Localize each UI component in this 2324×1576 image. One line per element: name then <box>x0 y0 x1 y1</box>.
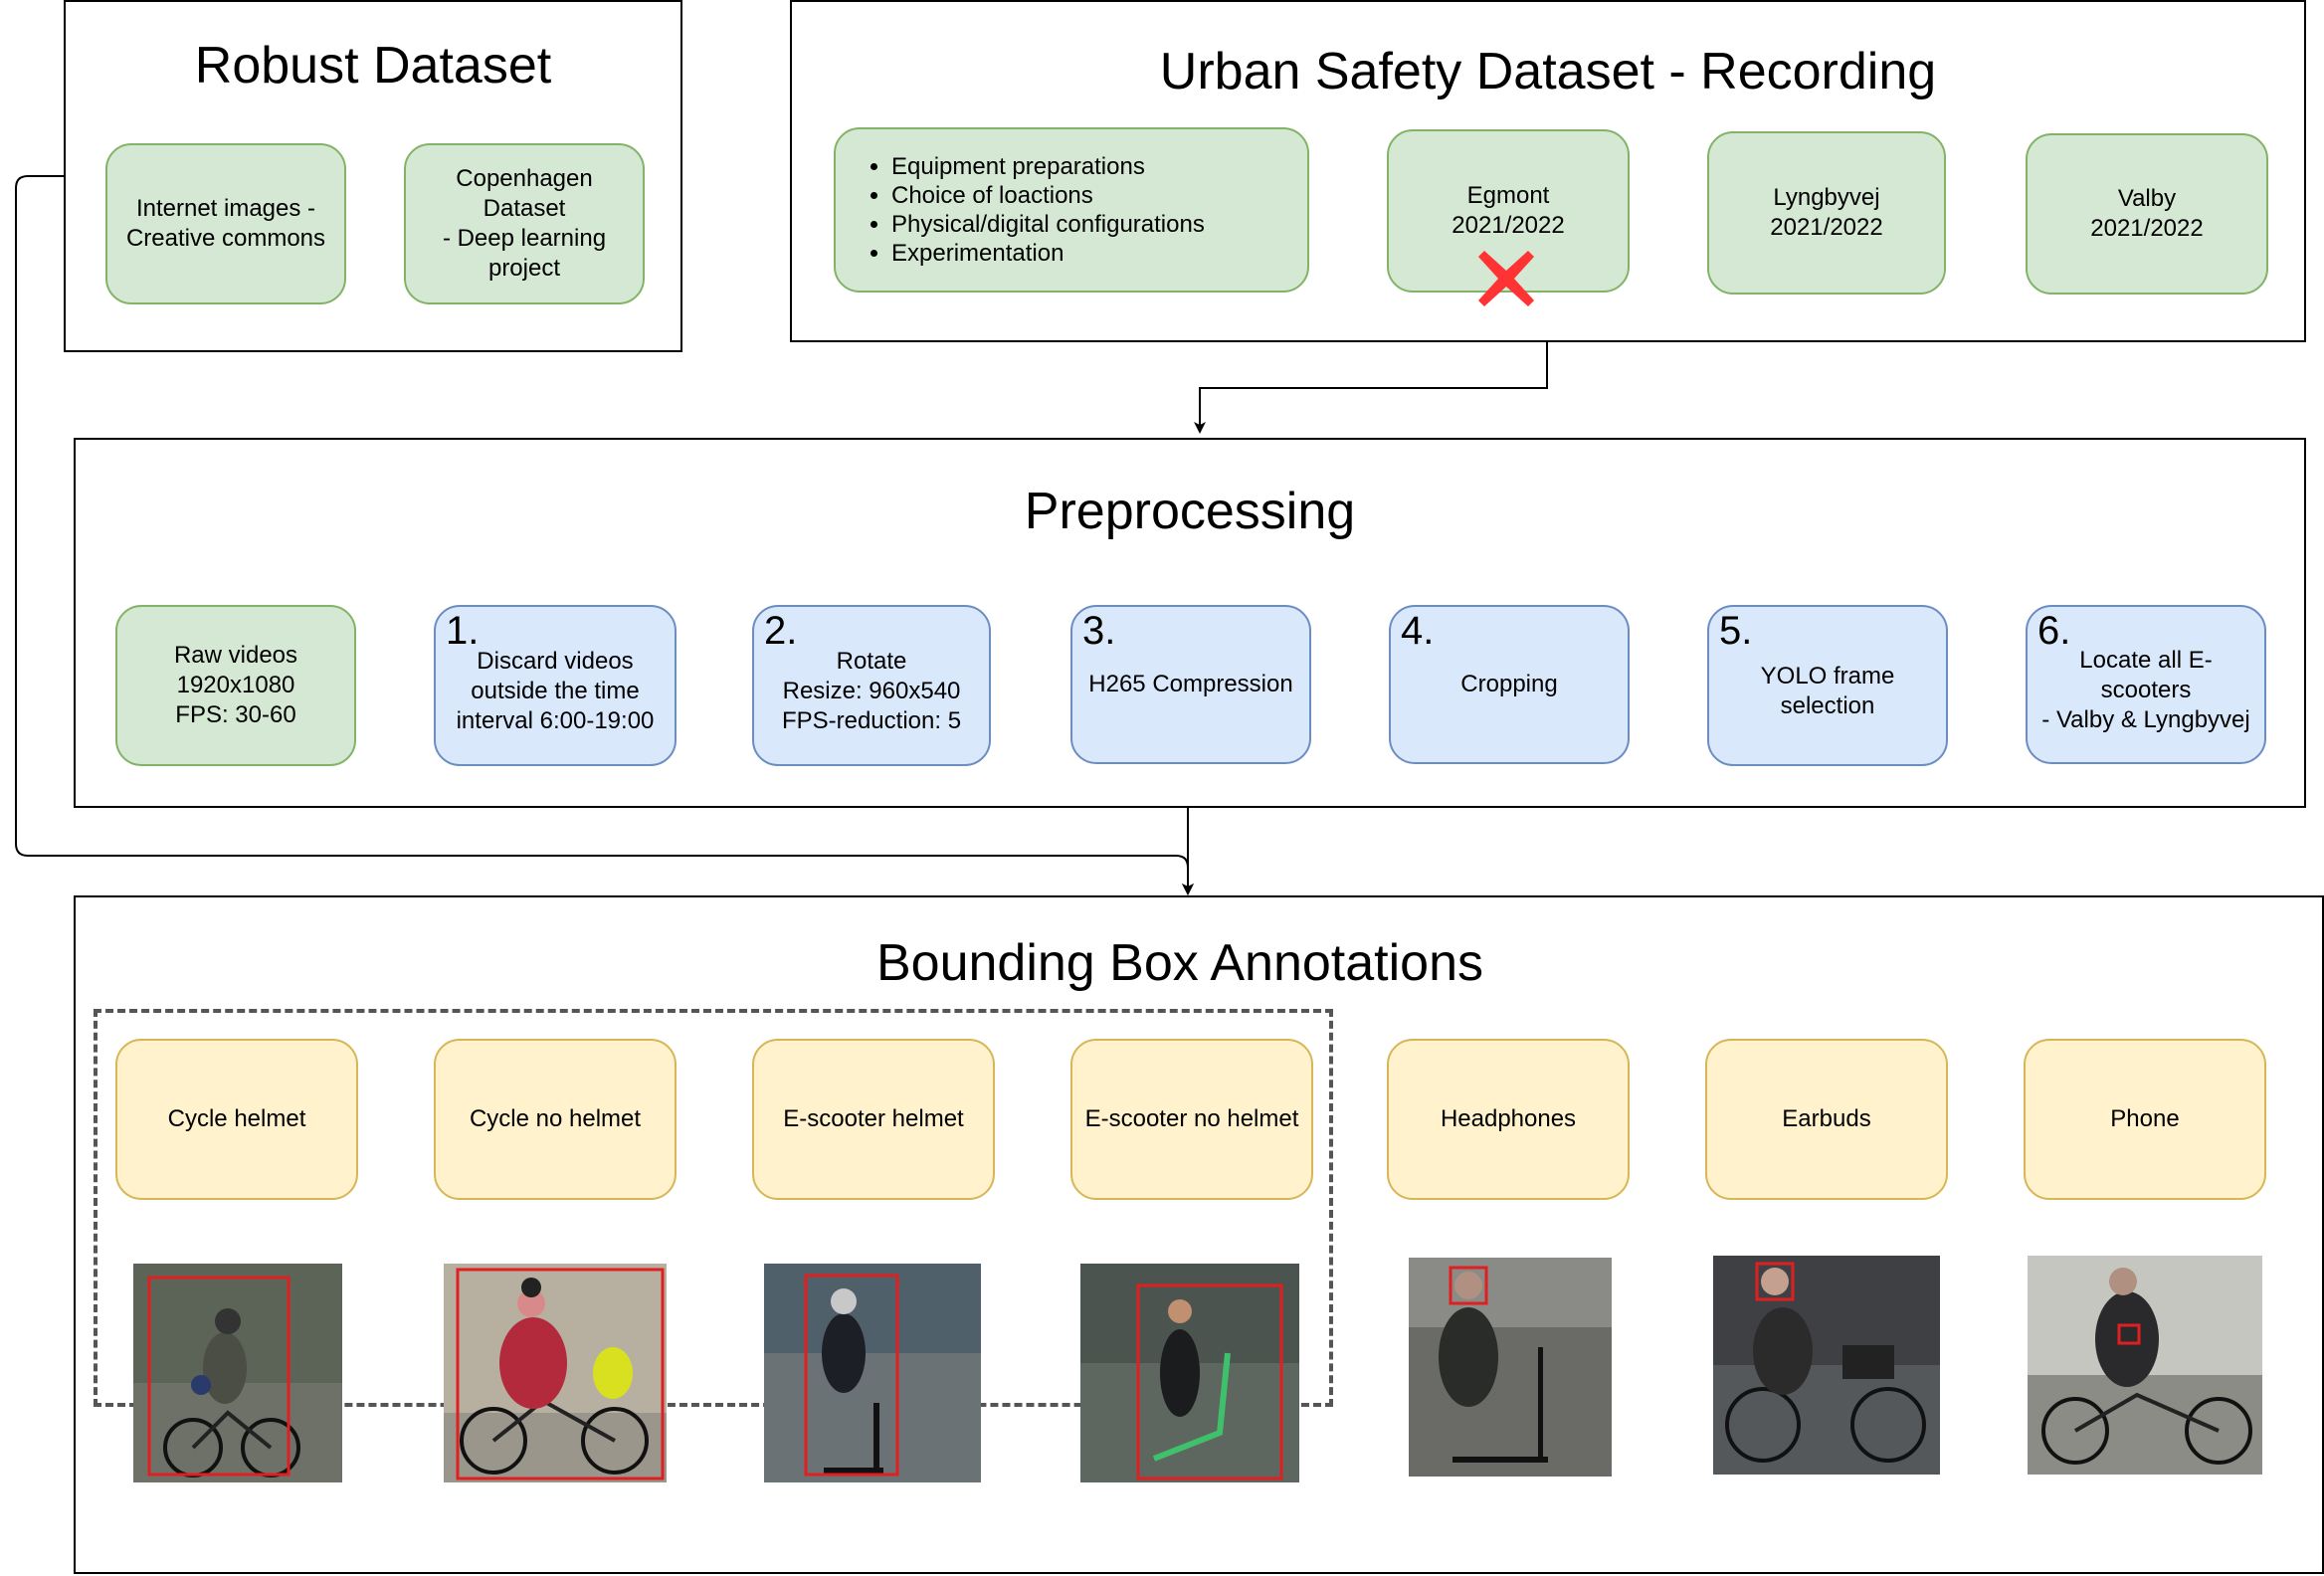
list-item: Physical/digital configurations <box>891 210 1205 239</box>
class-earbuds-box: Earbuds <box>1705 1039 1948 1200</box>
location-egmont-box: Egmont 2021/2022 <box>1387 129 1630 293</box>
list-item: Experimentation <box>891 239 1205 268</box>
copenhagen-dataset-box: Copenhagen Dataset - Deep learning proje… <box>404 143 645 304</box>
annotations-title: Bounding Box Annotations <box>875 934 1484 992</box>
recording-steps-box: Equipment preparations Choice of loactio… <box>834 127 1309 293</box>
list-item: Choice of loactions <box>891 181 1205 210</box>
step-3-box: 3. H265 Compression <box>1070 605 1311 764</box>
step-4-box: 4. Cropping <box>1389 605 1630 764</box>
preprocessing-title: Preprocessing <box>1024 483 1356 540</box>
step-label: Discard videos outside the time interval… <box>456 648 655 734</box>
urban-safety-panel: Urban Safety Dataset - Recording Equipme… <box>790 0 2306 342</box>
step-label: Cropping <box>1460 671 1558 697</box>
helmet-classes-group <box>94 1009 1333 1407</box>
class-cycle-helmet-box: Cycle helmet <box>115 1039 358 1200</box>
step-number: 2. <box>764 609 798 653</box>
list-item: Equipment preparations <box>891 152 1205 181</box>
robust-dataset-panel: Robust Dataset Internet images - Creativ… <box>64 0 682 352</box>
preprocessing-panel: Preprocessing Raw videos 1920x1080 FPS: … <box>74 438 2306 808</box>
step-5-box: 5. YOLO frame selection <box>1707 605 1948 766</box>
annotations-panel: Bounding Box Annotations Cycle helmet Cy… <box>74 895 2324 1574</box>
example-cycle-no-helmet-image <box>444 1264 667 1482</box>
step-label: Locate all E-scooters - Valby & Lyngbyve… <box>2041 647 2250 733</box>
raw-videos-box: Raw videos 1920x1080 FPS: 30-60 <box>115 605 356 766</box>
step-label: YOLO frame selection <box>1760 663 1895 719</box>
step-number: 1. <box>446 609 480 653</box>
step-2-box: 2. Rotate Resize: 960x540 FPS-reduction:… <box>752 605 991 766</box>
example-headphones-image <box>1409 1258 1612 1477</box>
robust-dataset-title: Robust Dataset <box>194 37 552 95</box>
location-valby-box: Valby 2021/2022 <box>2026 133 2268 295</box>
location-lyngbyvej-box: Lyngbyvej 2021/2022 <box>1707 131 1946 295</box>
step-1-box: 1. Discard videos outside the time inter… <box>434 605 677 766</box>
step-number: 5. <box>1719 609 1753 653</box>
example-earbuds-image <box>1713 1256 1940 1475</box>
step-number: 4. <box>1401 609 1435 653</box>
class-escooter-no-helmet-box: E-scooter no helmet <box>1070 1039 1313 1200</box>
step-6-box: 6. Locate all E-scooters - Valby & Lyngb… <box>2026 605 2266 764</box>
internet-images-box: Internet images - Creative commons <box>105 143 346 304</box>
urban-safety-title: Urban Safety Dataset - Recording <box>1159 43 1937 100</box>
recording-steps-list: Equipment preparations Choice of loactio… <box>856 152 1205 268</box>
class-phone-box: Phone <box>2024 1039 2266 1200</box>
discarded-cross-icon <box>1478 251 1534 306</box>
step-label: Rotate Resize: 960x540 FPS-reduction: 5 <box>781 648 962 734</box>
step-label: H265 Compression <box>1088 671 1293 697</box>
example-phone-image <box>2028 1256 2262 1475</box>
example-cycle-helmet-image <box>133 1264 342 1482</box>
class-headphones-box: Headphones <box>1387 1039 1630 1200</box>
class-cycle-no-helmet-box: Cycle no helmet <box>434 1039 677 1200</box>
example-escooter-no-helmet-image <box>1080 1264 1299 1482</box>
step-number: 3. <box>1082 609 1116 653</box>
example-escooter-helmet-image <box>764 1264 981 1482</box>
class-escooter-helmet-box: E-scooter helmet <box>752 1039 995 1200</box>
arrow-urban-to-preprocessing <box>1194 342 1548 434</box>
step-number: 6. <box>2037 609 2071 653</box>
